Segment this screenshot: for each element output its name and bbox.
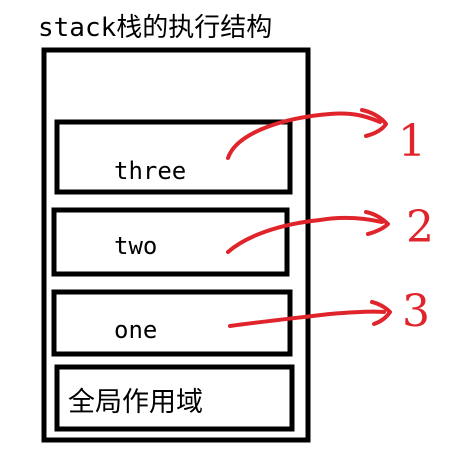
annotation-arrow-2: [226, 215, 384, 254]
stack-frame-label: one: [114, 316, 157, 344]
diagram-title: stack栈的执行结构: [38, 13, 272, 43]
stack-frame-label: three: [114, 157, 186, 185]
step-number-3: 3: [402, 286, 430, 337]
stack-container: [41, 47, 311, 443]
execution-order-annotations: [226, 108, 392, 328]
step-number-2: 2: [406, 202, 434, 253]
stack-frame-label: two: [114, 232, 157, 260]
annotation-arrowhead-3: [370, 300, 392, 326]
stack-frame-box: [54, 119, 293, 195]
global-scope-box: [54, 364, 295, 432]
annotation-arrow-3: [228, 309, 386, 328]
annotation-arrow-1: [226, 111, 382, 160]
stack-frame-box: [51, 207, 290, 277]
step-number-1: 1: [398, 116, 426, 167]
global-scope-label: 全局作用域: [68, 387, 203, 418]
annotation-arrowhead-2: [364, 210, 390, 236]
stack-frame-two: two: [51, 207, 290, 277]
stack-frame-three: three: [54, 119, 293, 195]
stack-frame-one: one: [51, 289, 293, 357]
global-scope-frame: 全局作用域: [54, 364, 295, 432]
stack-frame-box: [51, 289, 293, 357]
annotation-arrowhead-1: [360, 108, 388, 138]
